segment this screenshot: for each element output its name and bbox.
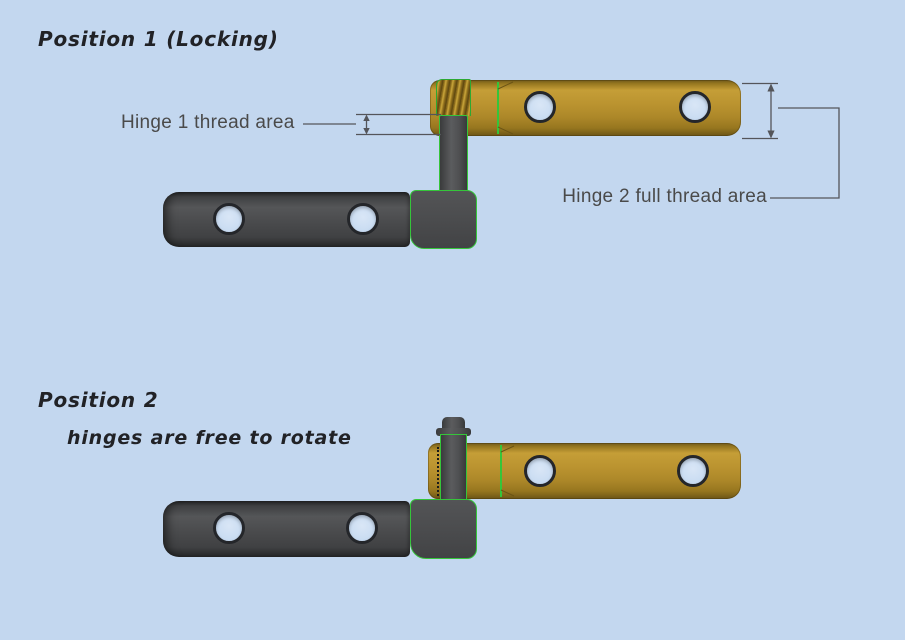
hinge2-screw-hole xyxy=(524,91,556,123)
hinge2-screw-hole xyxy=(524,455,556,487)
position2-title: Position 2 xyxy=(38,388,159,412)
knuckle-selection-edge xyxy=(497,82,499,134)
arrowhead-up-icon xyxy=(767,83,775,92)
leader-line-hinge2 xyxy=(770,107,840,199)
internal-thread-profile xyxy=(437,447,439,496)
hinge2-screw-hole xyxy=(677,455,709,487)
hinge-pin-collar xyxy=(436,428,471,436)
hinge-pin xyxy=(439,115,468,195)
hinge1-screw-hole xyxy=(346,512,378,544)
knuckle-selection-edge xyxy=(500,445,502,497)
hinge-pin-cap xyxy=(442,417,465,431)
hinge1-screw-hole xyxy=(347,203,379,235)
hinge1-screw-hole xyxy=(213,512,245,544)
position1-title: Position 1 (Locking) xyxy=(38,27,279,51)
hinge1-knuckle-block xyxy=(410,499,477,559)
hinge1-knuckle-block xyxy=(410,190,477,249)
position2-note: hinges are free to rotate xyxy=(67,427,352,449)
hinge2-screw-hole xyxy=(679,91,711,123)
arrowhead-down-icon xyxy=(363,128,370,135)
hinge1-screw-hole xyxy=(213,203,245,235)
hinge-pin xyxy=(440,434,467,510)
hinge2-full-thread-area-label: Hinge 2 full thread area xyxy=(562,186,767,207)
arrowhead-down-icon xyxy=(767,130,775,139)
arrowhead-up-icon xyxy=(363,114,370,121)
hinge2-thread-coil xyxy=(436,79,471,116)
hinge1-thread-area-label: Hinge 1 thread area xyxy=(121,112,295,133)
